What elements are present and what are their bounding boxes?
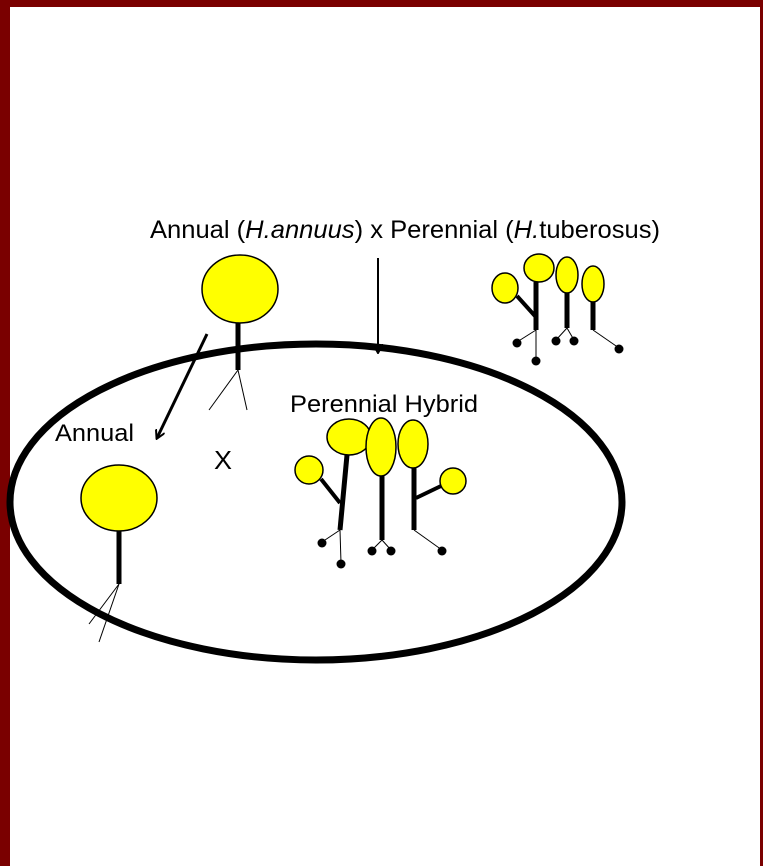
- perennial-hybrid-plant: [295, 418, 466, 569]
- hybrid-flower: [366, 418, 396, 476]
- tuber: [387, 547, 396, 556]
- hybrid-root: [414, 530, 442, 550]
- perennial-prefix: Perennial (: [390, 216, 514, 244]
- annual-offspring-flower: [81, 465, 157, 531]
- tuber: [337, 560, 346, 569]
- annual-parent-root: [209, 370, 238, 410]
- hybrid-root: [340, 530, 341, 563]
- tuber: [513, 339, 522, 348]
- tuber: [615, 345, 624, 354]
- perennial-parent-plant: [492, 254, 624, 366]
- tuber: [318, 539, 327, 548]
- annual-offspring-arrow: [157, 334, 207, 438]
- backcross-symbol: X: [214, 445, 232, 475]
- perennial-parent-flower: [492, 273, 518, 303]
- perennial-parent-flower: [556, 257, 578, 293]
- cross-title: Annual (H.annuus) x Perennial (H.tuberos…: [150, 216, 660, 244]
- tuber: [438, 547, 447, 556]
- perennial-parent-flower: [582, 266, 604, 302]
- annual-parent-flower: [202, 255, 278, 323]
- hybrid-flower: [440, 468, 466, 494]
- annual-suffix: ): [355, 216, 364, 244]
- annual-parent-plant: [202, 255, 278, 410]
- hybrid-stem: [416, 486, 441, 498]
- perennial-parent-flower: [524, 254, 554, 282]
- perennial-parent-stem: [517, 296, 535, 316]
- hybrid-flower: [295, 456, 323, 484]
- tuber: [552, 337, 561, 346]
- hybrid-flower: [327, 419, 371, 455]
- hybrid-flower: [398, 420, 428, 468]
- annual-prefix: Annual (: [150, 216, 246, 244]
- hybrid-stem: [340, 455, 347, 530]
- tuber: [532, 357, 541, 366]
- tuber: [570, 337, 579, 346]
- perennial-suffix: ): [651, 216, 660, 244]
- annual-species-name: H.annuus: [245, 216, 354, 244]
- perennial-hybrid-label: Perennial Hybrid: [290, 391, 478, 418]
- hybrid-stem: [321, 479, 340, 503]
- perennial-species-initial: H.: [514, 216, 540, 244]
- annual-offspring-label: Annual: [55, 420, 134, 447]
- annual-parent-root: [238, 370, 247, 410]
- perennial-species-rest: tuberosus: [539, 216, 651, 244]
- perennial-parent-root: [593, 330, 619, 348]
- annual-offspring-plant: [81, 465, 157, 642]
- cross-symbol: x: [370, 216, 383, 244]
- tuber: [368, 547, 377, 556]
